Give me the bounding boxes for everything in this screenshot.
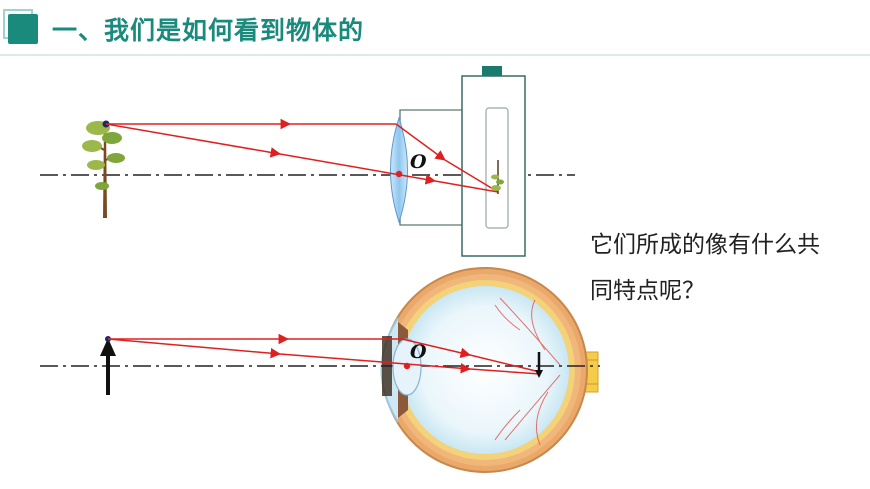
title-divider (0, 54, 870, 56)
retina-inverted-image (535, 352, 543, 378)
inverted-tree-image (491, 160, 504, 194)
title-bar: 一、我们是如何看到物体的 (0, 0, 870, 62)
eye-diagram: O (40, 267, 600, 473)
tree-icon (82, 120, 125, 218)
eye-center-label: O (410, 341, 427, 363)
up-arrow-object-icon (100, 336, 116, 395)
eye-rays (107, 333, 541, 375)
square-marker-icon (8, 14, 38, 44)
camera-rays (105, 118, 499, 193)
camera-lens (390, 116, 408, 224)
camera-diagram: O (40, 66, 575, 257)
page-title: 一、我们是如何看到物体的 (52, 16, 365, 45)
question-text: 它们所成的像有什么共同特点呢？ (590, 232, 820, 304)
camera-center-label: O (410, 151, 427, 173)
camera-body-icon (399, 66, 526, 257)
